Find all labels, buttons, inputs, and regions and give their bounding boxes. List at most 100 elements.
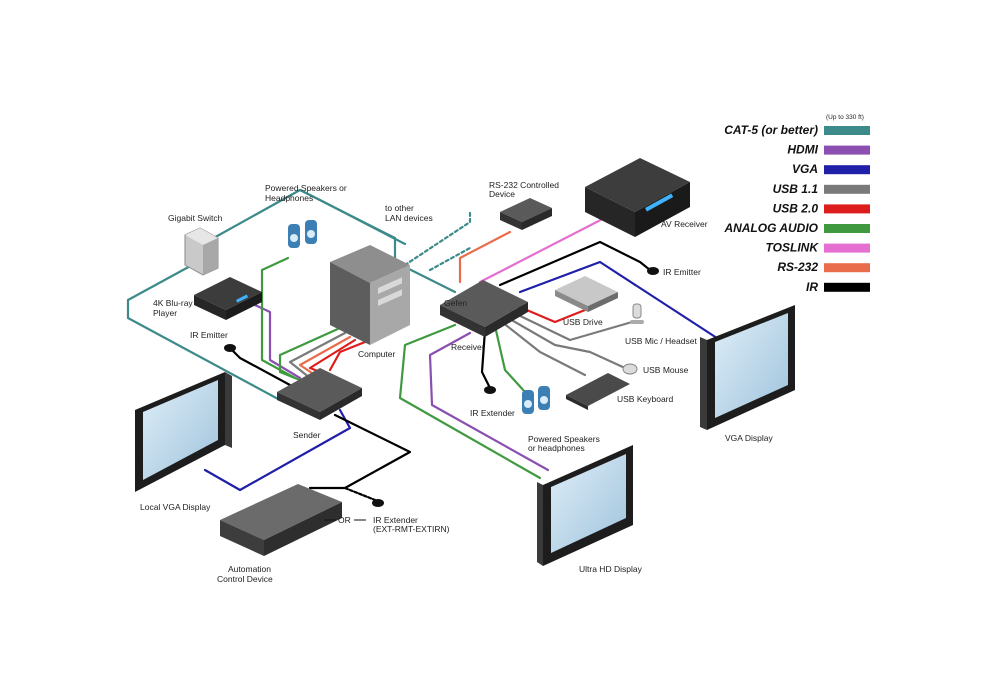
av-receiver bbox=[585, 158, 690, 237]
cable-audio-uhd bbox=[398, 323, 542, 480]
cable-lan-dotted bbox=[403, 210, 472, 267]
receiver-unit bbox=[440, 280, 528, 337]
label-ir-emitter-left: IR Emitter bbox=[190, 330, 228, 340]
legend-label-usb11: USB 1.1 bbox=[773, 182, 819, 196]
cable-usb-mouse bbox=[506, 316, 627, 370]
label-bluray-2: Player bbox=[153, 308, 177, 318]
legend-note: (Up to 330 ft) bbox=[826, 114, 864, 121]
label-gigabit-switch: Gigabit Switch bbox=[168, 213, 223, 223]
legend-label-rs232: RS-232 bbox=[777, 260, 818, 274]
label-av-receiver: AV Receiver bbox=[661, 219, 708, 229]
legend-label-vga: VGA bbox=[792, 162, 818, 176]
legend-item-usb20: USB 2.0 bbox=[773, 201, 870, 215]
label-speakers-left-1: Powered Speakers or bbox=[265, 183, 347, 193]
legend-label-hdmi: HDMI bbox=[787, 143, 818, 157]
powered-speakers-right bbox=[522, 386, 550, 414]
label-automation-2: Control Device bbox=[217, 574, 273, 584]
legend-label-cat5: CAT-5 (or better) bbox=[724, 123, 818, 137]
legend-item-rs232: RS-232 bbox=[777, 260, 870, 274]
cable-hdmi-uhd bbox=[428, 331, 550, 472]
label-automation-1: Automation bbox=[228, 564, 271, 574]
legend-swatch-rs232 bbox=[824, 263, 870, 273]
ir-extender-right bbox=[484, 386, 496, 394]
cable-cat5-switch-receiver bbox=[126, 256, 282, 402]
cable-usb-keyboard bbox=[500, 320, 587, 377]
legend-item-toslink: TOSLINK bbox=[766, 241, 870, 255]
label-usb-keyboard: USB Keyboard bbox=[617, 394, 673, 404]
legend: (Up to 330 ft) CAT-5 (or better) HDMI VGA U… bbox=[723, 114, 870, 294]
legend-swatch-toslink bbox=[824, 243, 870, 253]
label-usb-drive: USB Drive bbox=[563, 317, 603, 327]
label-usb-mouse: USB Mouse bbox=[643, 365, 689, 375]
legend-label-usb20: USB 2.0 bbox=[773, 201, 819, 215]
gigabit-switch bbox=[184, 227, 219, 276]
cable-vga-right bbox=[518, 260, 722, 342]
cable-cat5-main bbox=[298, 188, 407, 246]
legend-swatch-vga bbox=[824, 165, 870, 175]
label-rs232-device-1: RS-232 Controlled bbox=[489, 180, 559, 190]
legend-swatch-hdmi bbox=[824, 145, 870, 155]
legend-item-cat5: CAT-5 (or better) bbox=[724, 123, 870, 137]
label-vga-display: VGA Display bbox=[725, 433, 773, 443]
label-local-vga-display: Local VGA Display bbox=[140, 502, 211, 512]
label-lan-2: LAN devices bbox=[385, 213, 433, 223]
ir-extender-left bbox=[372, 499, 384, 507]
ultra-hd-display bbox=[537, 445, 633, 566]
label-speakers-right-1: Powered Speakers bbox=[528, 434, 600, 444]
legend-swatch-ir bbox=[824, 282, 870, 292]
legend-swatch-cat5 bbox=[824, 126, 870, 135]
label-usb-mic: USB Mic / Headset bbox=[625, 336, 697, 346]
label-ultra-hd-display: Ultra HD Display bbox=[579, 564, 643, 574]
label-rs232-device-2: Device bbox=[489, 189, 515, 199]
legend-swatch-usb11 bbox=[824, 184, 870, 194]
legend-item-vga: VGA bbox=[792, 162, 870, 176]
cable-computer-green bbox=[278, 326, 342, 384]
cable-usb-mic bbox=[510, 310, 634, 342]
cable-ir-emitter-left bbox=[230, 348, 292, 387]
label-receiver: Receiver bbox=[451, 342, 485, 352]
legend-item-hdmi: HDMI bbox=[787, 143, 870, 157]
label-sender: Sender bbox=[293, 430, 321, 440]
cable-ir-emitter-right bbox=[498, 240, 652, 287]
automation-control-device bbox=[220, 484, 342, 556]
usb-mouse bbox=[622, 363, 638, 375]
usb-mic bbox=[630, 303, 644, 324]
label-bluray-1: 4K Blu-ray bbox=[153, 298, 193, 308]
cable-computer-gray bbox=[288, 331, 347, 380]
legend-label-ir: IR bbox=[806, 280, 818, 294]
legend-label-analog_audio: ANALOG AUDIO bbox=[723, 221, 818, 235]
usb-keyboard bbox=[566, 373, 630, 410]
legend-item-analog_audio: ANALOG AUDIO bbox=[723, 221, 870, 235]
local-vga-display bbox=[135, 372, 232, 492]
label-computer: Computer bbox=[358, 349, 395, 359]
cable-ir-extender-right bbox=[480, 328, 492, 390]
legend-label-toslink: TOSLINK bbox=[766, 241, 820, 255]
label-lan-1: to other bbox=[385, 203, 414, 213]
rs232-controlled-device bbox=[500, 198, 552, 230]
label-or: OR bbox=[338, 515, 351, 525]
label-ir-extender-right: IR Extender bbox=[470, 408, 515, 418]
cable-ir-automation bbox=[308, 413, 412, 490]
cable-lan-dotted-2 bbox=[428, 246, 472, 272]
computer-tower bbox=[330, 245, 410, 345]
cable-ir-extender-left-dotted bbox=[343, 486, 377, 502]
legend-item-usb11: USB 1.1 bbox=[773, 182, 870, 196]
bluray-player bbox=[194, 277, 262, 320]
legend-swatch-analog_audio bbox=[824, 224, 870, 233]
cable-audio-speakers-left bbox=[260, 256, 297, 380]
label-brand-receiver: Gefen bbox=[444, 298, 467, 308]
label-speakers-left-2: Headphones bbox=[265, 193, 313, 203]
label-speakers-right-2: or headphones bbox=[528, 443, 585, 453]
usb-drive bbox=[555, 276, 618, 312]
sender-unit bbox=[277, 368, 362, 420]
ir-emitter-left bbox=[224, 344, 236, 352]
label-ir-extender-left-2: (EXT-RMT-EXTIRN) bbox=[373, 524, 450, 534]
label-ir-emitter-right: IR Emitter bbox=[663, 267, 701, 277]
cable-audio-right bbox=[493, 324, 527, 394]
legend-swatch-usb20 bbox=[824, 204, 870, 214]
powered-speakers-left bbox=[288, 220, 317, 248]
label-ir-extender-left-1: IR Extender bbox=[373, 515, 418, 525]
cable-rs232 bbox=[458, 230, 512, 284]
legend-item-ir: IR bbox=[806, 280, 870, 294]
